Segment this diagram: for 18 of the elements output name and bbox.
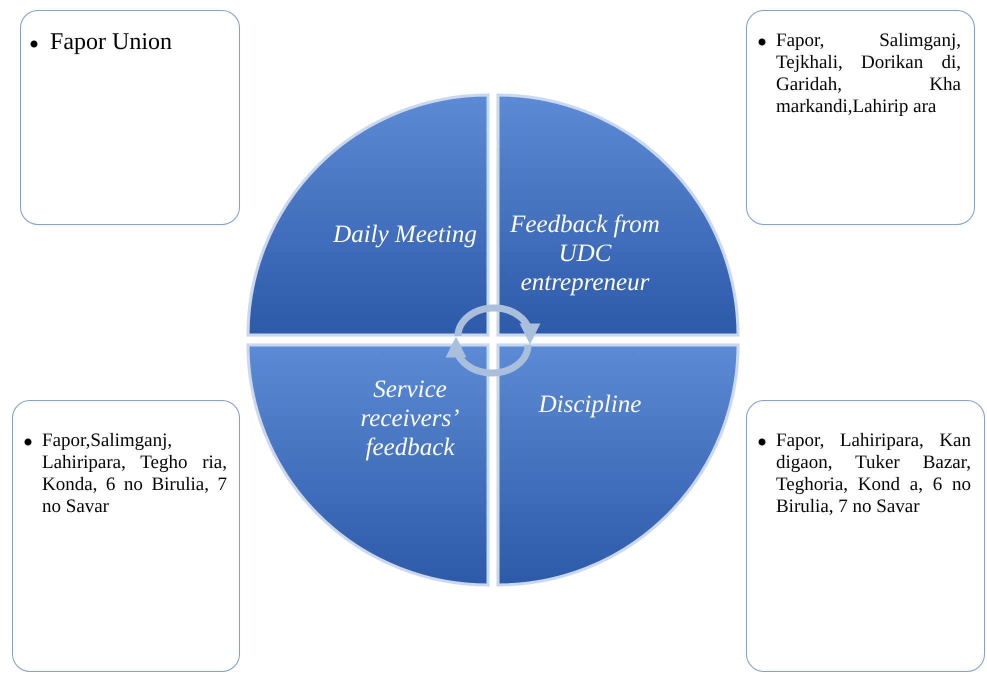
text-box: [12, 400, 240, 672]
text-box: [746, 10, 975, 225]
segment-label: Service receivers’ feedback: [359, 375, 460, 462]
bullet-text: Fapor,Salimganj, Lahiripara, Tegho ria, Konda, 6 no Birulia, 7 no Savar: [42, 430, 227, 518]
curved-arrow: [454, 304, 540, 344]
quarter-circle-segment: [248, 345, 488, 585]
segment-label: Feedback from UDC entrepreneur: [509, 210, 661, 297]
text-box: [20, 10, 240, 225]
bullet-text: Fapor, Lahiripara, Kan digaon, Tuker Bazar, Teghoria, Kond a, 6 no Birulia, 7 no Savar: [776, 430, 971, 518]
segment-label: Discipline: [537, 390, 642, 419]
quarter-circle-segment: [248, 95, 488, 335]
segment-label: Daily Meeting: [332, 220, 478, 249]
text-box: [746, 400, 985, 672]
bullet-text: Fapor, Salimganj, Tejkhali, Dorikan di, Garidah, Kha markandi,Lahirip ara: [776, 30, 961, 118]
bullet-text: Fapor Union: [50, 28, 173, 56]
quarter-circle-segment: [498, 95, 738, 335]
quarter-circle-segment: [498, 345, 738, 585]
curved-arrow: [446, 336, 532, 376]
